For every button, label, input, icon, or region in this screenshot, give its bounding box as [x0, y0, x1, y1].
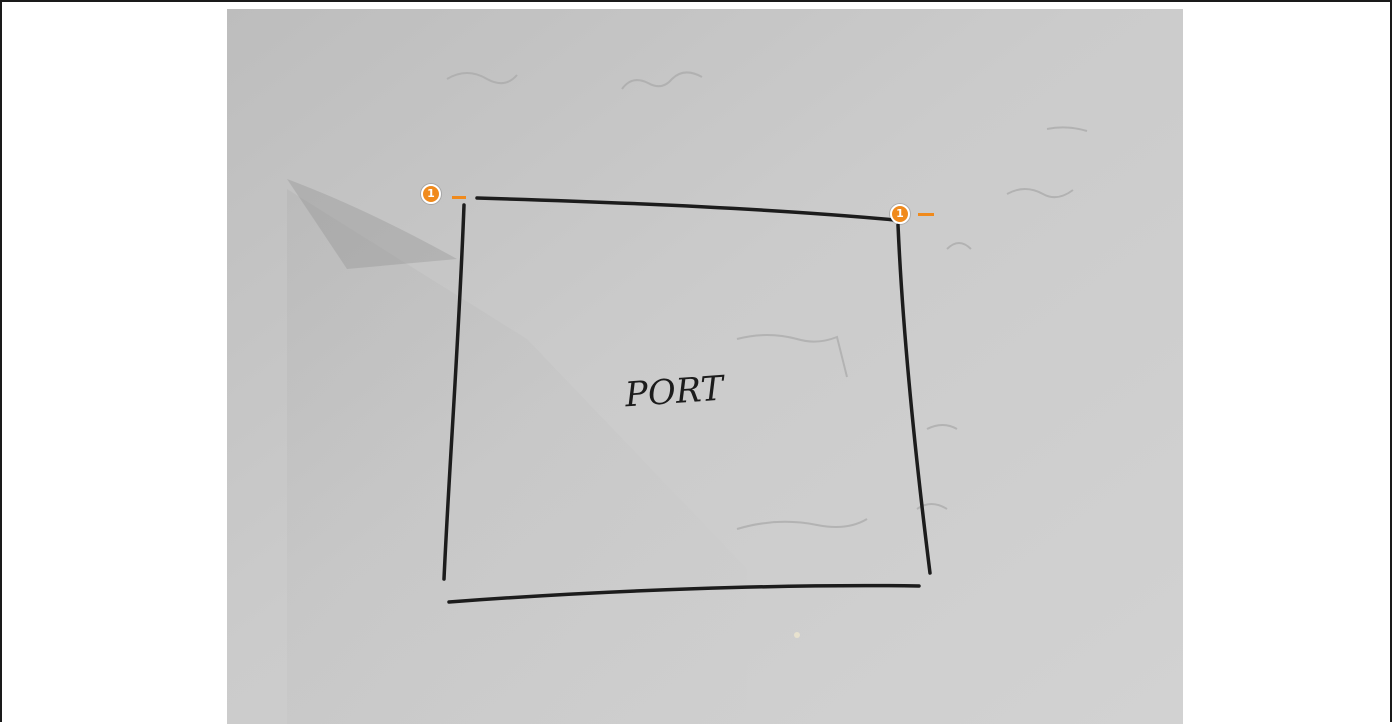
paper-speck: [794, 632, 800, 638]
annotation-marker-2[interactable]: 1: [890, 204, 910, 224]
sketch-label: PORT: [623, 368, 727, 415]
annotation-marker-1[interactable]: 1: [421, 184, 441, 204]
photo-canvas: PORT: [227, 9, 1183, 724]
marker-leader-line: [452, 196, 466, 199]
marker-leader-line: [918, 213, 934, 216]
sketch-photo: PORT: [227, 9, 1183, 724]
